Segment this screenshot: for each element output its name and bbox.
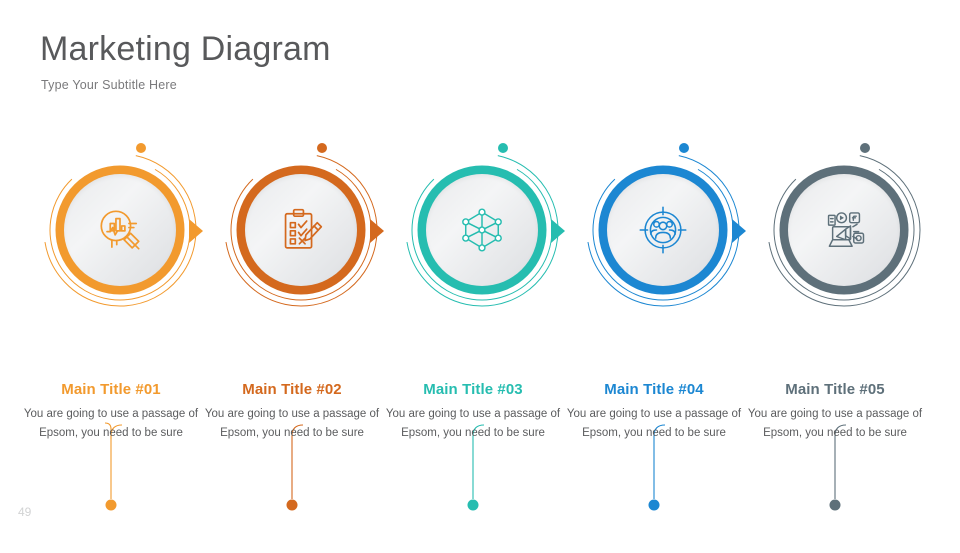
item-description-1: You are going to use a passage of Epsom,…: [23, 408, 199, 439]
ring-group-4: [573, 140, 753, 320]
item-title-2: Main Title #02: [242, 381, 342, 398]
page-subtitle: Type Your Subtitle Here: [41, 78, 177, 92]
connector-5: [776, 423, 896, 553]
item-description-3: You are going to use a passage of Epsom,…: [385, 408, 561, 439]
network-nodes-icon: [426, 174, 538, 286]
item-title-3: Main Title #03: [423, 381, 523, 398]
item-title-4: Main Title #04: [604, 381, 704, 398]
flow-arrow-1: [189, 219, 203, 243]
diagram-node-2[interactable]: [211, 140, 391, 511]
page-title: Marketing Diagram: [40, 30, 331, 68]
ring-group-5: [754, 140, 934, 320]
item-description-5: You are going to use a passage of Epsom,…: [747, 408, 923, 439]
connector-3: [414, 423, 534, 553]
ring-group-1: [30, 140, 210, 320]
flow-arrow-2: [370, 219, 384, 243]
text-block-2: Main Title #02 You are going to use a pa…: [187, 381, 397, 443]
inner-disc-2: [245, 174, 357, 286]
text-block-4: Main Title #04 You are going to use a pa…: [549, 381, 759, 443]
social-media-megaphone-icon: [788, 174, 900, 286]
clipboard-checklist-pencil-icon: [245, 174, 357, 286]
target-audience-icon: [607, 174, 719, 286]
item-title-1: Main Title #01: [61, 381, 161, 398]
text-block-5: Main Title #05 You are going to use a pa…: [730, 381, 940, 443]
connector-2: [233, 423, 353, 553]
diagram-node-5[interactable]: [754, 140, 934, 511]
item-description-2: You are going to use a passage of Epsom,…: [204, 408, 380, 439]
ring-group-2: [211, 140, 391, 320]
item-title-5: Main Title #05: [785, 381, 885, 398]
item-description-4: You are going to use a passage of Epsom,…: [566, 408, 742, 439]
text-block-3: Main Title #03 You are going to use a pa…: [368, 381, 578, 443]
page-number: 49: [18, 505, 32, 519]
connector-4: [595, 423, 715, 553]
diagram-node-3[interactable]: [392, 140, 572, 511]
magnifier-bar-chart-icon: [64, 174, 176, 286]
slide-canvas: Marketing Diagram Type Your Subtitle Her…: [6, 30, 940, 519]
diagram-node-4[interactable]: [573, 140, 753, 511]
diagram-node-1[interactable]: [30, 140, 210, 511]
flow-arrow-3: [551, 219, 565, 243]
text-block-1: Main Title #01 You are going to use a pa…: [6, 381, 216, 443]
connector-1: [52, 422, 172, 553]
ring-group-3: [392, 140, 572, 320]
flow-arrow-4: [732, 219, 746, 243]
